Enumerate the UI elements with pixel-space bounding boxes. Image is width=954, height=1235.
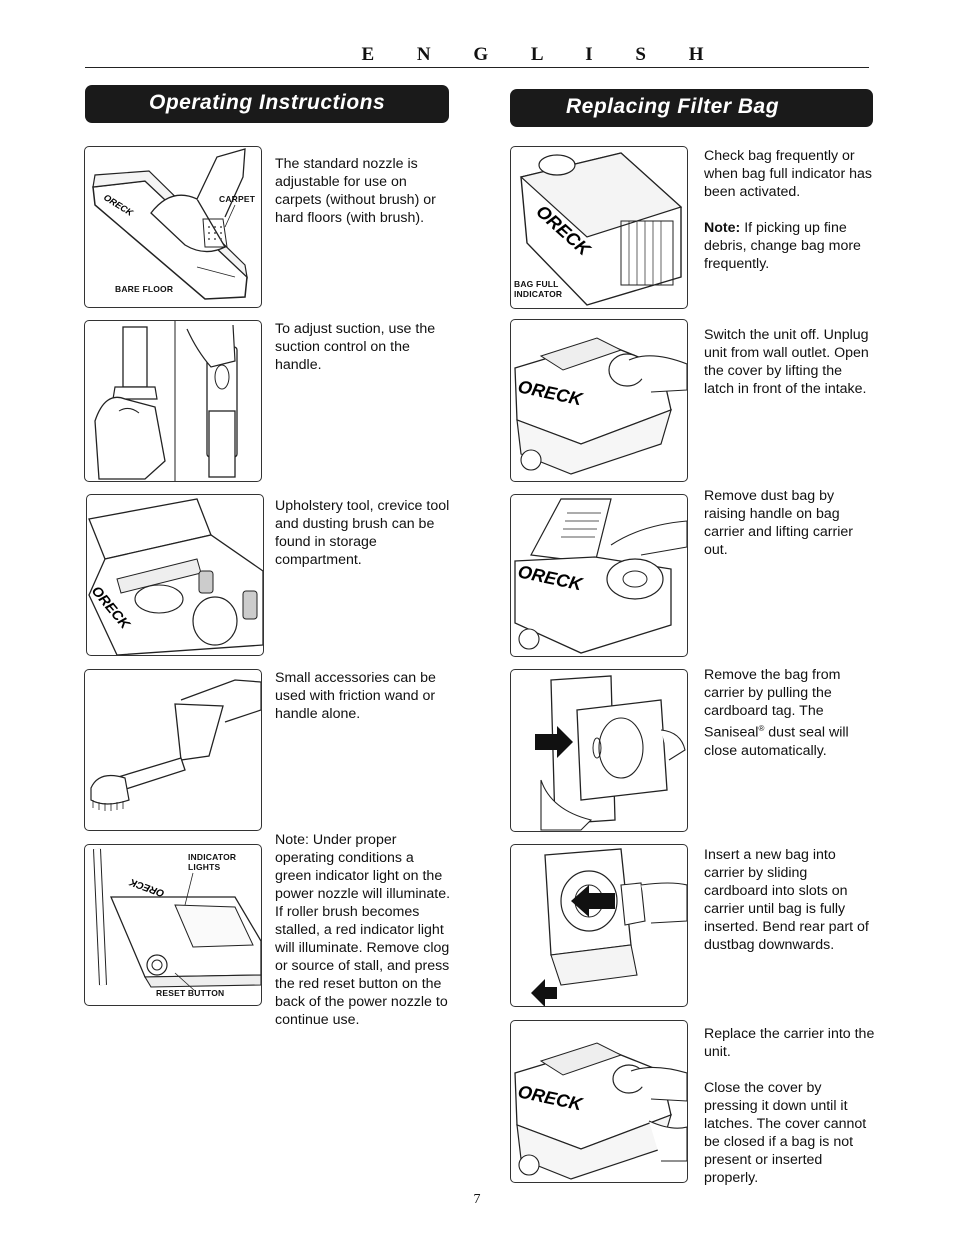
bag-full-indicator-label: BAG FULL INDICATOR [514, 279, 563, 299]
bag-full-indicator-illustration: ORECK [510, 146, 688, 309]
note-label: Note: [704, 220, 741, 236]
remove-bag-carrier-illustration [510, 669, 688, 832]
open-cover-illustration: ORECK [510, 319, 688, 482]
oreck-logo: ORECK [128, 876, 166, 899]
step-text: Remove the bag from carrier by pulling t… [704, 666, 849, 760]
page-number: 7 [473, 1192, 481, 1207]
bare-floor-label: BARE FLOOR [115, 284, 174, 294]
step-text: The standard nozzle is adjustable for us… [275, 156, 436, 226]
step-text: Replace the carrier into the unit. Close… [704, 1026, 875, 1186]
step-text-after: dust seal will close automatically. [704, 724, 849, 759]
header-rule [85, 67, 869, 68]
step-text-main: Check bag frequently or when bag full in… [704, 148, 872, 200]
nozzle-illustration: ORECK [84, 146, 262, 308]
step-text: Insert a new bag into carrier by sliding… [704, 847, 869, 953]
step-text-before: Remove the bag from carrier by pulling t… [704, 667, 841, 741]
step-text: Note: Under proper operating conditions … [275, 832, 451, 1028]
step-text: Check bag frequently or when bag full in… [704, 147, 872, 273]
carpet-label: CARPET [219, 194, 256, 204]
power-nozzle-illustration: ORECK [84, 844, 262, 1006]
step-text: Remove dust bag by raising handle on bag… [704, 488, 854, 558]
storage-compartment-illustration: ORECK [86, 494, 264, 656]
step-text: Small accessories can be used with frict… [275, 670, 436, 722]
reset-button-label: RESET BUTTON [156, 988, 225, 998]
insert-new-bag-illustration [510, 844, 688, 1007]
suction-control-illustration [84, 320, 262, 482]
step-text: Upholstery tool, crevice tool and dustin… [275, 498, 450, 568]
small-accessories-illustration [84, 669, 262, 831]
registered-mark: ® [758, 724, 765, 733]
operating-instructions-heading: Operating Instructions [85, 85, 449, 123]
note-text: If picking up fine debris, change bag mo… [704, 220, 861, 272]
remove-dust-bag-illustration: ORECK [510, 494, 688, 657]
language-heading: E N G L I S H [361, 44, 723, 65]
indicator-lights-label: INDICATOR LIGHTS [188, 852, 237, 872]
replacing-filter-bag-heading: Replacing Filter Bag [510, 89, 873, 127]
step-text: To adjust suction, use the suction contr… [275, 321, 436, 373]
replace-carrier-illustration: ORECK [510, 1020, 688, 1183]
step-text: Switch the unit off. Unplug unit from wa… [704, 327, 869, 397]
